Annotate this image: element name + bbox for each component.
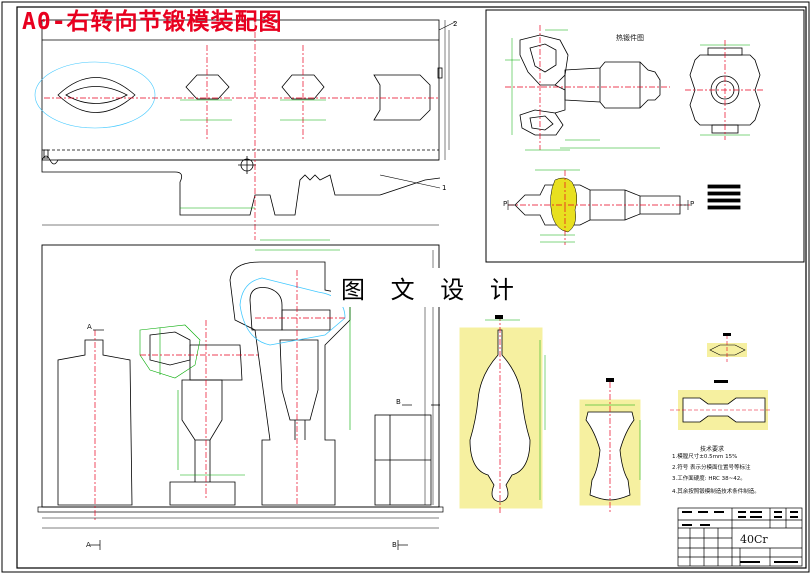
- technical-note-3: 3.工作面硬度: HRC 38~42。: [672, 476, 746, 482]
- cavity-1-tag: [495, 315, 503, 319]
- cavity-1-dimensions: [485, 319, 546, 500]
- title-block-header-cells: [682, 511, 798, 563]
- part-number-1: 1: [442, 184, 446, 192]
- parting-plane-fill: [550, 177, 578, 233]
- detail-profile-1: [709, 344, 746, 356]
- section-arrows: [90, 329, 412, 550]
- parting-label-right: P: [690, 200, 695, 208]
- upper-die-leaders: [379, 21, 456, 189]
- forging-dimensions: [505, 29, 750, 243]
- section-a-bottom-label: A: [86, 541, 91, 549]
- upper-die-dimensions: [42, 20, 450, 226]
- forging-part-title: 热锻件图: [616, 34, 644, 42]
- lower-die-parts: [57, 261, 440, 506]
- blocker-part-green: [139, 239, 351, 476]
- watermark-text: 图 文 设 计: [331, 268, 533, 307]
- upper-die-view: [34, 19, 443, 216]
- technical-note-2: 2.符号 表示分模面位置号等标注: [672, 465, 751, 471]
- parting-markers: [507, 200, 689, 210]
- technical-note-4: 4.其余按照锻模制造技术条件制造。: [672, 489, 760, 495]
- section-b-label: B: [396, 398, 401, 406]
- section-a-label: A: [87, 323, 92, 331]
- drawing-title: A0-右转向节锻模装配图: [22, 9, 283, 35]
- lower-die-centerlines: [94, 270, 345, 520]
- parting-label-left: P: [503, 200, 508, 208]
- part-number-2: 2: [453, 20, 457, 28]
- cavity-2-dimensions: [585, 404, 641, 480]
- upper-die-centerlines: [44, 20, 440, 240]
- section-b-bottom-label: B: [392, 541, 397, 549]
- cavity-2-tag: [606, 378, 614, 382]
- inner-border: [16, 6, 807, 569]
- technical-notes-heading: 技术要求: [700, 446, 725, 453]
- detail-1-tag: [723, 333, 731, 336]
- forging-part-frame: [485, 9, 805, 263]
- lower-die-base: [37, 506, 444, 513]
- detail-2-tag: [714, 380, 728, 383]
- title-block: [677, 507, 803, 567]
- title-block-material: 40Cr: [740, 533, 768, 546]
- technical-note-1: 1.模膛尺寸±0.5mm 15%: [672, 454, 738, 460]
- forging-centerlines: [505, 25, 765, 245]
